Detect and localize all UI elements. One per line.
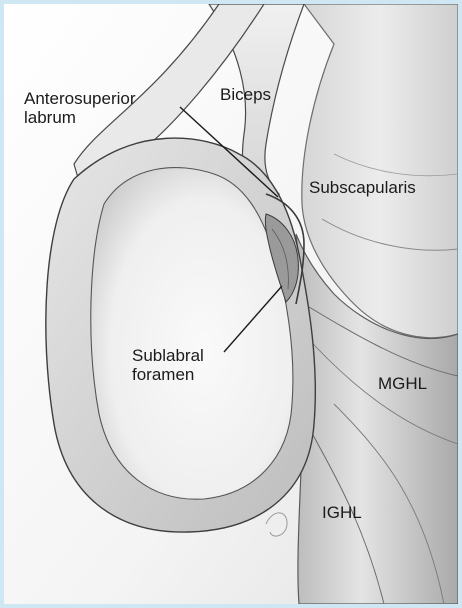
label-ighl: IGHL	[322, 503, 362, 522]
label-line: foramen	[132, 365, 204, 384]
label-line: Anterosuperior	[24, 89, 136, 108]
label-anterosuperior-labrum: Anterosuperior labrum	[24, 89, 136, 127]
label-sublabral-foramen: Sublabral foramen	[132, 346, 204, 384]
label-line: labrum	[24, 108, 136, 127]
label-biceps: Biceps	[220, 85, 271, 104]
label-subscapularis: Subscapularis	[309, 178, 416, 197]
label-mghl: MGHL	[378, 374, 427, 393]
label-line: Sublabral	[132, 346, 204, 365]
